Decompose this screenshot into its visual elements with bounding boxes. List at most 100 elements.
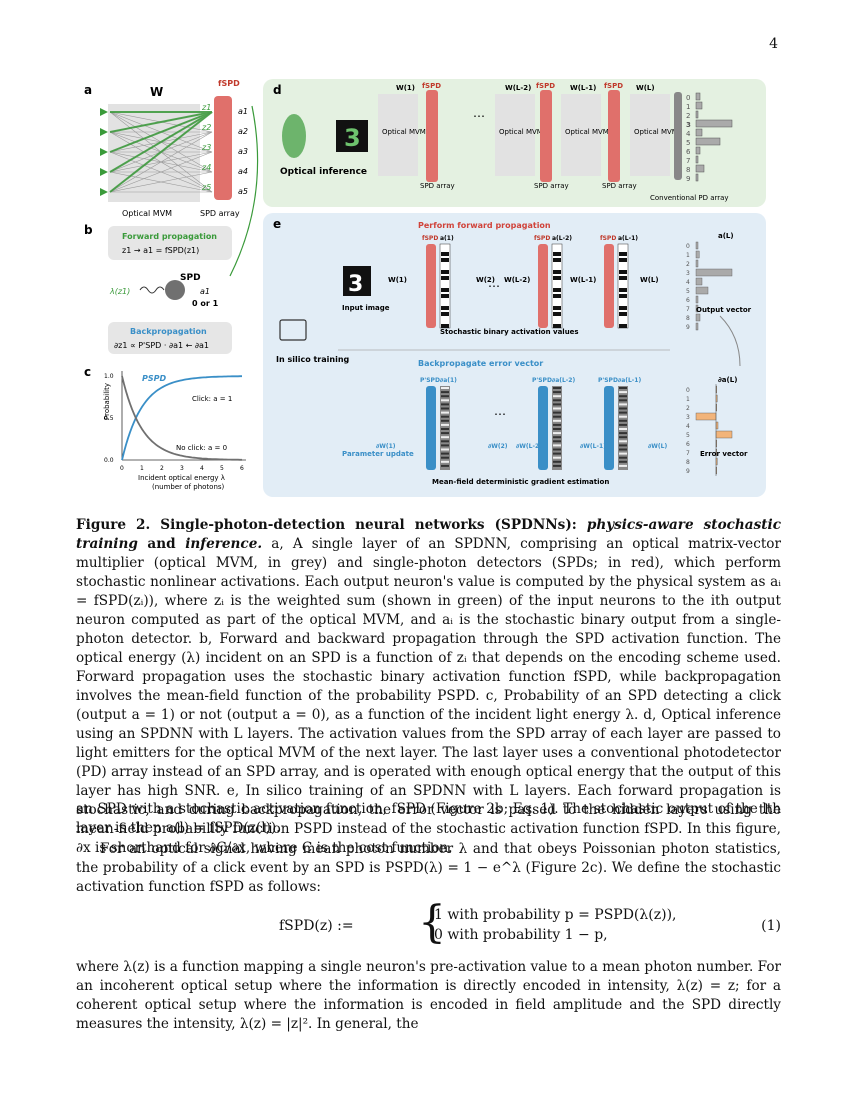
e-out-digit: 7 — [686, 306, 690, 313]
d-output-bar — [695, 92, 701, 101]
e-act-cell — [619, 258, 627, 262]
e-err-digit: 5 — [686, 432, 690, 439]
e-grad-cell — [553, 415, 561, 418]
e-grad-cell — [619, 428, 627, 430]
a-z-label: z1 — [201, 103, 211, 112]
a-spd-array — [214, 96, 232, 200]
d-mvm-block — [630, 94, 670, 176]
d-fspd-label: fSPD — [604, 82, 623, 90]
e-grad-cell — [619, 403, 627, 406]
e-input-image: Input image — [342, 304, 390, 312]
d-spd-array — [426, 90, 438, 182]
e-out-digit: 4 — [686, 279, 690, 286]
c-noclick-curve — [121, 375, 242, 461]
e-err-digit: 3 — [686, 414, 690, 421]
d-mvm-block — [495, 94, 535, 176]
c-click-label: Click: a = 1 — [192, 395, 232, 403]
d-digit-label: 0 — [686, 94, 690, 102]
e-act-cell — [441, 312, 449, 316]
e-grad-cell — [441, 436, 449, 439]
e-grad-cell — [441, 415, 449, 418]
e-fspd-label: fSPD — [534, 235, 550, 242]
e-grad-cell — [553, 460, 561, 463]
a-a-label: a4 — [238, 167, 248, 176]
e-grad-cell — [619, 432, 627, 435]
c-xtick: 3 — [180, 465, 184, 472]
e-grad-cell — [619, 456, 627, 459]
e-out-digit: 3 — [686, 270, 690, 277]
e-act-cell — [553, 258, 561, 262]
a-to-b-arrow — [229, 105, 259, 277]
a-w-label: W — [150, 85, 163, 99]
e-err-digit: 7 — [686, 450, 690, 457]
e-grad-cell — [441, 423, 449, 426]
e-grad-cell — [553, 407, 561, 410]
e-act-cell — [553, 294, 561, 298]
c-noclick-label: No click: a = 0 — [176, 444, 227, 452]
e-grad-cell — [553, 403, 561, 406]
e-act-cell — [619, 288, 627, 292]
svg-text:3: 3 — [344, 124, 361, 152]
e-err-digit: 1 — [686, 396, 690, 403]
e-grad-cell — [441, 399, 449, 402]
e-grad-cell — [441, 411, 449, 414]
c-xlabel: Incident optical energy λ — [138, 474, 225, 482]
caption-and: and — [137, 536, 186, 552]
e-grad-cell — [553, 391, 561, 394]
e-fwd-spd — [426, 244, 436, 328]
e-fspd-label: fSPD — [422, 235, 438, 242]
c-xtick: 0 — [120, 465, 124, 472]
e-out-bar — [695, 322, 699, 331]
d-w-label: W(1) — [396, 84, 415, 92]
b-lambda-label: λ(z1) — [109, 287, 130, 296]
d-fspd-label: fSPD — [422, 82, 441, 90]
d-w-label: W(L) — [636, 84, 655, 92]
a-emitter-icon — [100, 108, 108, 116]
e-output-to-error-arrow — [719, 315, 741, 367]
e-act-cell — [441, 276, 449, 280]
e-err-digit: 4 — [686, 423, 690, 430]
c-ytick: 0.5 — [104, 415, 114, 422]
c-xtick: 5 — [220, 465, 224, 472]
e-grad-cell — [619, 423, 627, 426]
a-z-label: z2 — [201, 123, 211, 132]
e-act-cell — [619, 270, 627, 274]
e-grad-cell — [553, 456, 561, 459]
d-pd-array: Conventional PD array — [650, 194, 729, 202]
e-grad-cell — [441, 464, 449, 467]
a-z-label: z5 — [201, 183, 211, 192]
e-act-cell — [441, 258, 449, 262]
d-fspd-label: fSPD — [536, 82, 555, 90]
e-fwd-spd — [538, 244, 548, 328]
eq-lhs: fSPD(z) := — [279, 918, 354, 934]
e-grad-cell — [619, 399, 627, 402]
e-act-cell — [619, 306, 627, 310]
panel-label-c: c — [84, 365, 91, 379]
e-out-digit: 0 — [686, 243, 690, 250]
d-digit-label: 1 — [686, 103, 690, 111]
e-out-digit: 8 — [686, 315, 690, 322]
b-bwd-eq: ∂z1 ∝ P'SPD · ∂a1 ← ∂a1 — [114, 341, 209, 350]
e-out-bar — [695, 259, 699, 268]
e-fwd-dots: ⋯ — [488, 279, 500, 293]
d-mvm-label: Optical MVM — [382, 128, 426, 136]
e-out-digit: 1 — [686, 252, 690, 259]
e-fwd-spd — [604, 244, 614, 328]
b-spd-icon — [165, 280, 185, 300]
e-err-digit: 8 — [686, 459, 690, 466]
d-spd-array — [608, 90, 620, 182]
d-input-digit — [336, 120, 368, 152]
e-output-vector: Output vector — [696, 306, 752, 314]
d-output-bar — [695, 128, 703, 137]
e-act-cell — [441, 270, 449, 274]
e-fwd-w: W(1) — [388, 276, 407, 284]
e-grad-cell — [441, 387, 449, 389]
e-grad-cell — [619, 415, 627, 418]
e-out-bar — [695, 295, 699, 304]
e-out-bar — [695, 241, 699, 250]
e-error-vector: Error vector — [700, 450, 748, 458]
e-grad-cell — [441, 444, 449, 447]
a-emitter-icon — [100, 188, 108, 196]
